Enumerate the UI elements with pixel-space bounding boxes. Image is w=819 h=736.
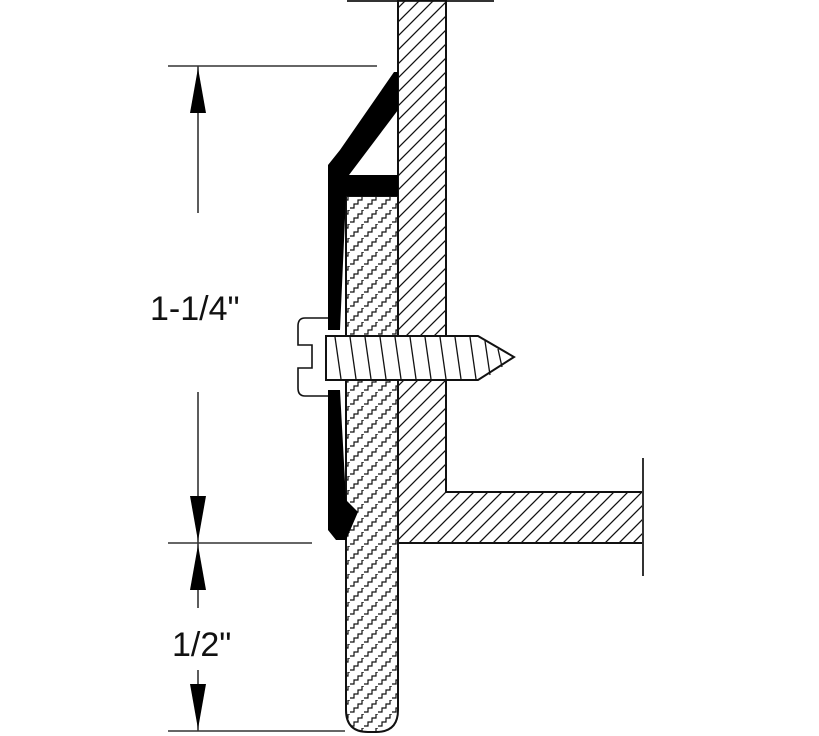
dimension-lines (168, 65, 377, 732)
insert (345, 195, 399, 733)
flap (328, 72, 398, 540)
dimension-label-1-2: 1/2" (172, 626, 231, 664)
frame (397, 0, 644, 576)
screw (297, 317, 516, 397)
dimension-label-1-1-4: 1-1/4" (150, 290, 240, 328)
